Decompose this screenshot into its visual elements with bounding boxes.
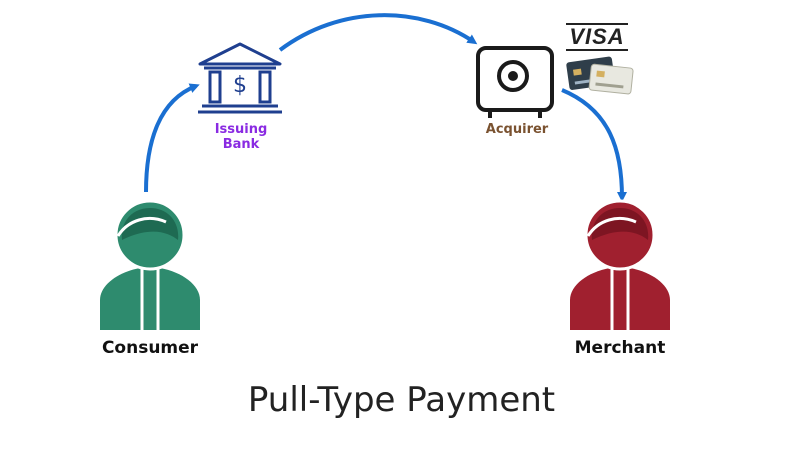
visa-logo: VISA	[569, 24, 625, 49]
consumer-label: Consumer	[101, 338, 199, 358]
bank-icon: $	[198, 42, 282, 114]
arrow-acquirer-to-merchant	[561, 88, 627, 202]
merchant-label: Merchant	[574, 338, 666, 358]
merchant-person-icon	[570, 199, 670, 330]
acquirer-label: Acquirer	[485, 122, 549, 137]
credit-cards-icon	[566, 23, 634, 95]
svg-text:$: $	[233, 73, 247, 98]
issuing-bank-label: Issuing Bank	[196, 122, 286, 152]
safe-icon	[476, 46, 554, 118]
arrow-issuing-bank-to-acquirer	[278, 13, 478, 52]
diagram-title: Pull-Type Payment	[247, 380, 556, 420]
issuing-bank-label-text: Issuing Bank	[214, 122, 268, 152]
arrow-consumer-to-issuing-bank	[144, 83, 200, 193]
consumer-person-icon	[100, 199, 200, 330]
